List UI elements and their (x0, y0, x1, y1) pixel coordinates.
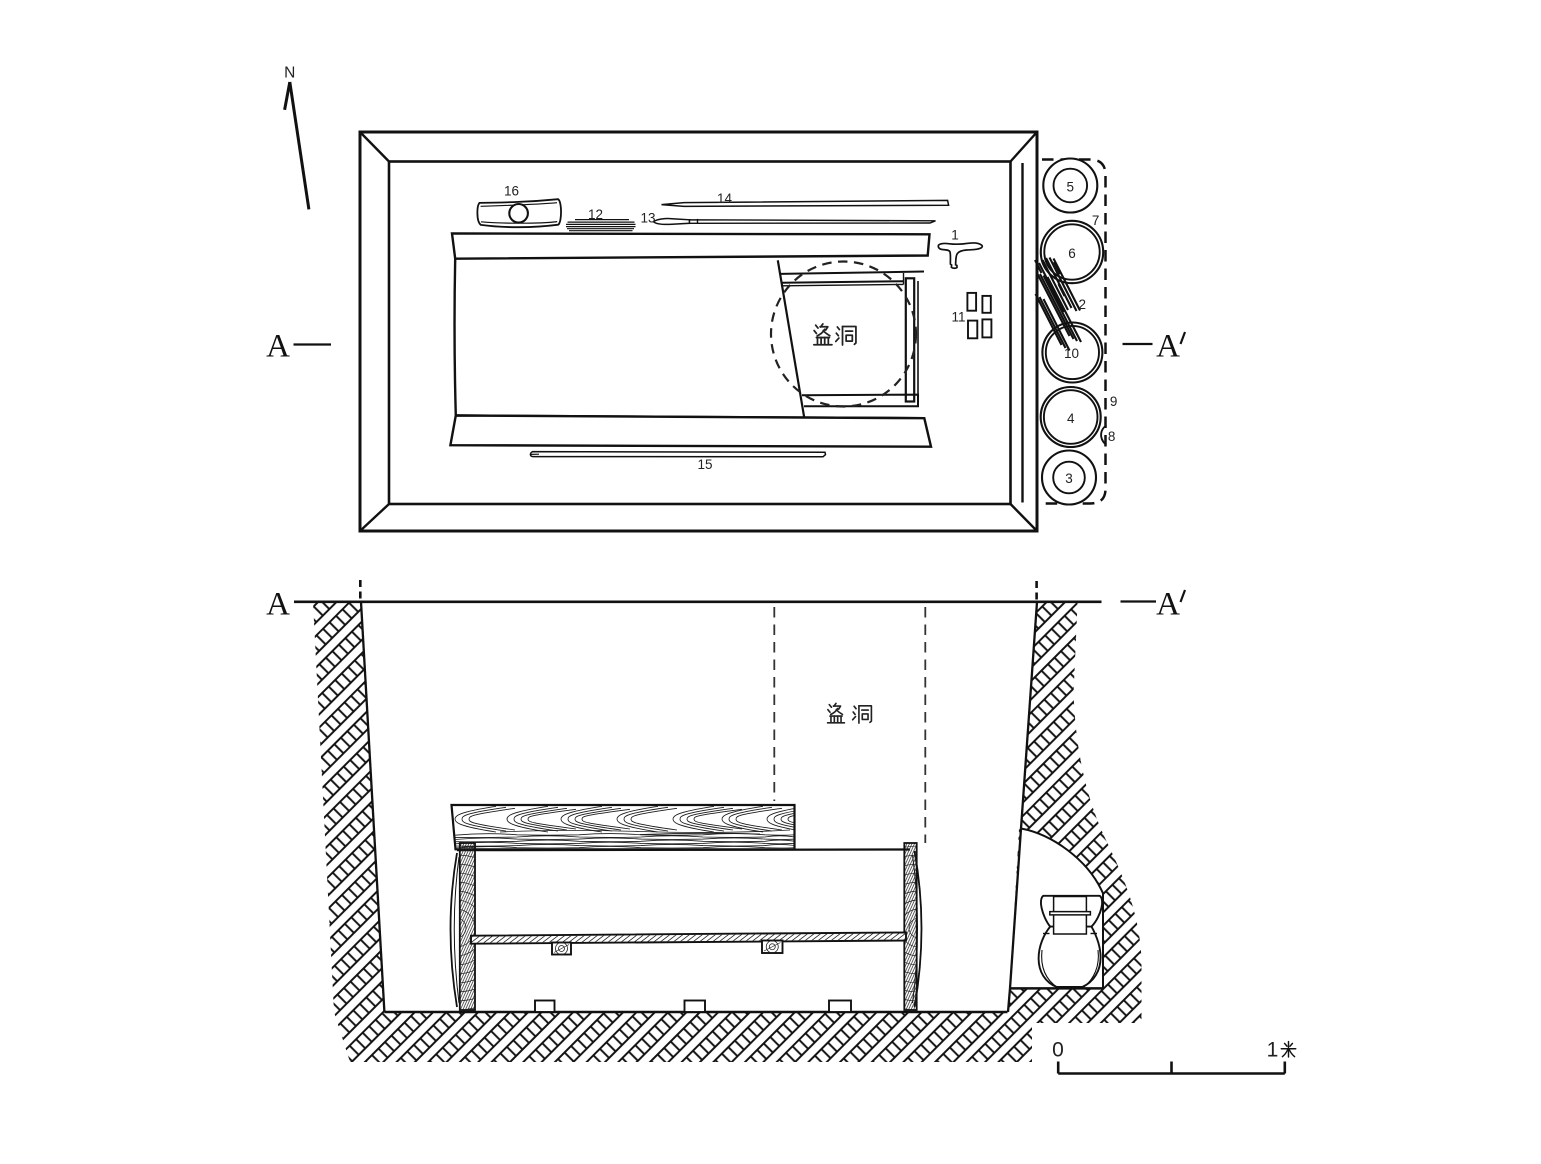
svg-text:12: 12 (588, 207, 603, 222)
svg-text:11: 11 (951, 309, 965, 324)
svg-text:5: 5 (1067, 179, 1075, 194)
svg-text:13: 13 (640, 210, 655, 225)
svg-text:14: 14 (717, 191, 733, 206)
svg-text:7: 7 (1092, 213, 1100, 228)
svg-text:1: 1 (951, 228, 959, 243)
svg-text:A: A (266, 329, 290, 365)
svg-text:15: 15 (697, 457, 712, 472)
svg-text:2: 2 (1079, 297, 1087, 312)
svg-text:6: 6 (1068, 246, 1076, 261)
svg-text:16: 16 (504, 183, 519, 198)
svg-text:8: 8 (1108, 429, 1116, 444)
svg-text:4: 4 (1067, 411, 1075, 426)
svg-text:N: N (284, 65, 295, 82)
svg-text:A: A (266, 587, 290, 623)
svg-text:10: 10 (1064, 346, 1079, 361)
svg-text:A: A (1156, 329, 1180, 365)
svg-text:3: 3 (1065, 471, 1073, 486)
svg-text:9: 9 (1110, 394, 1118, 409)
svg-text:1: 1 (1267, 1039, 1279, 1062)
svg-text:A: A (1156, 587, 1180, 623)
svg-text:0: 0 (1052, 1039, 1064, 1062)
